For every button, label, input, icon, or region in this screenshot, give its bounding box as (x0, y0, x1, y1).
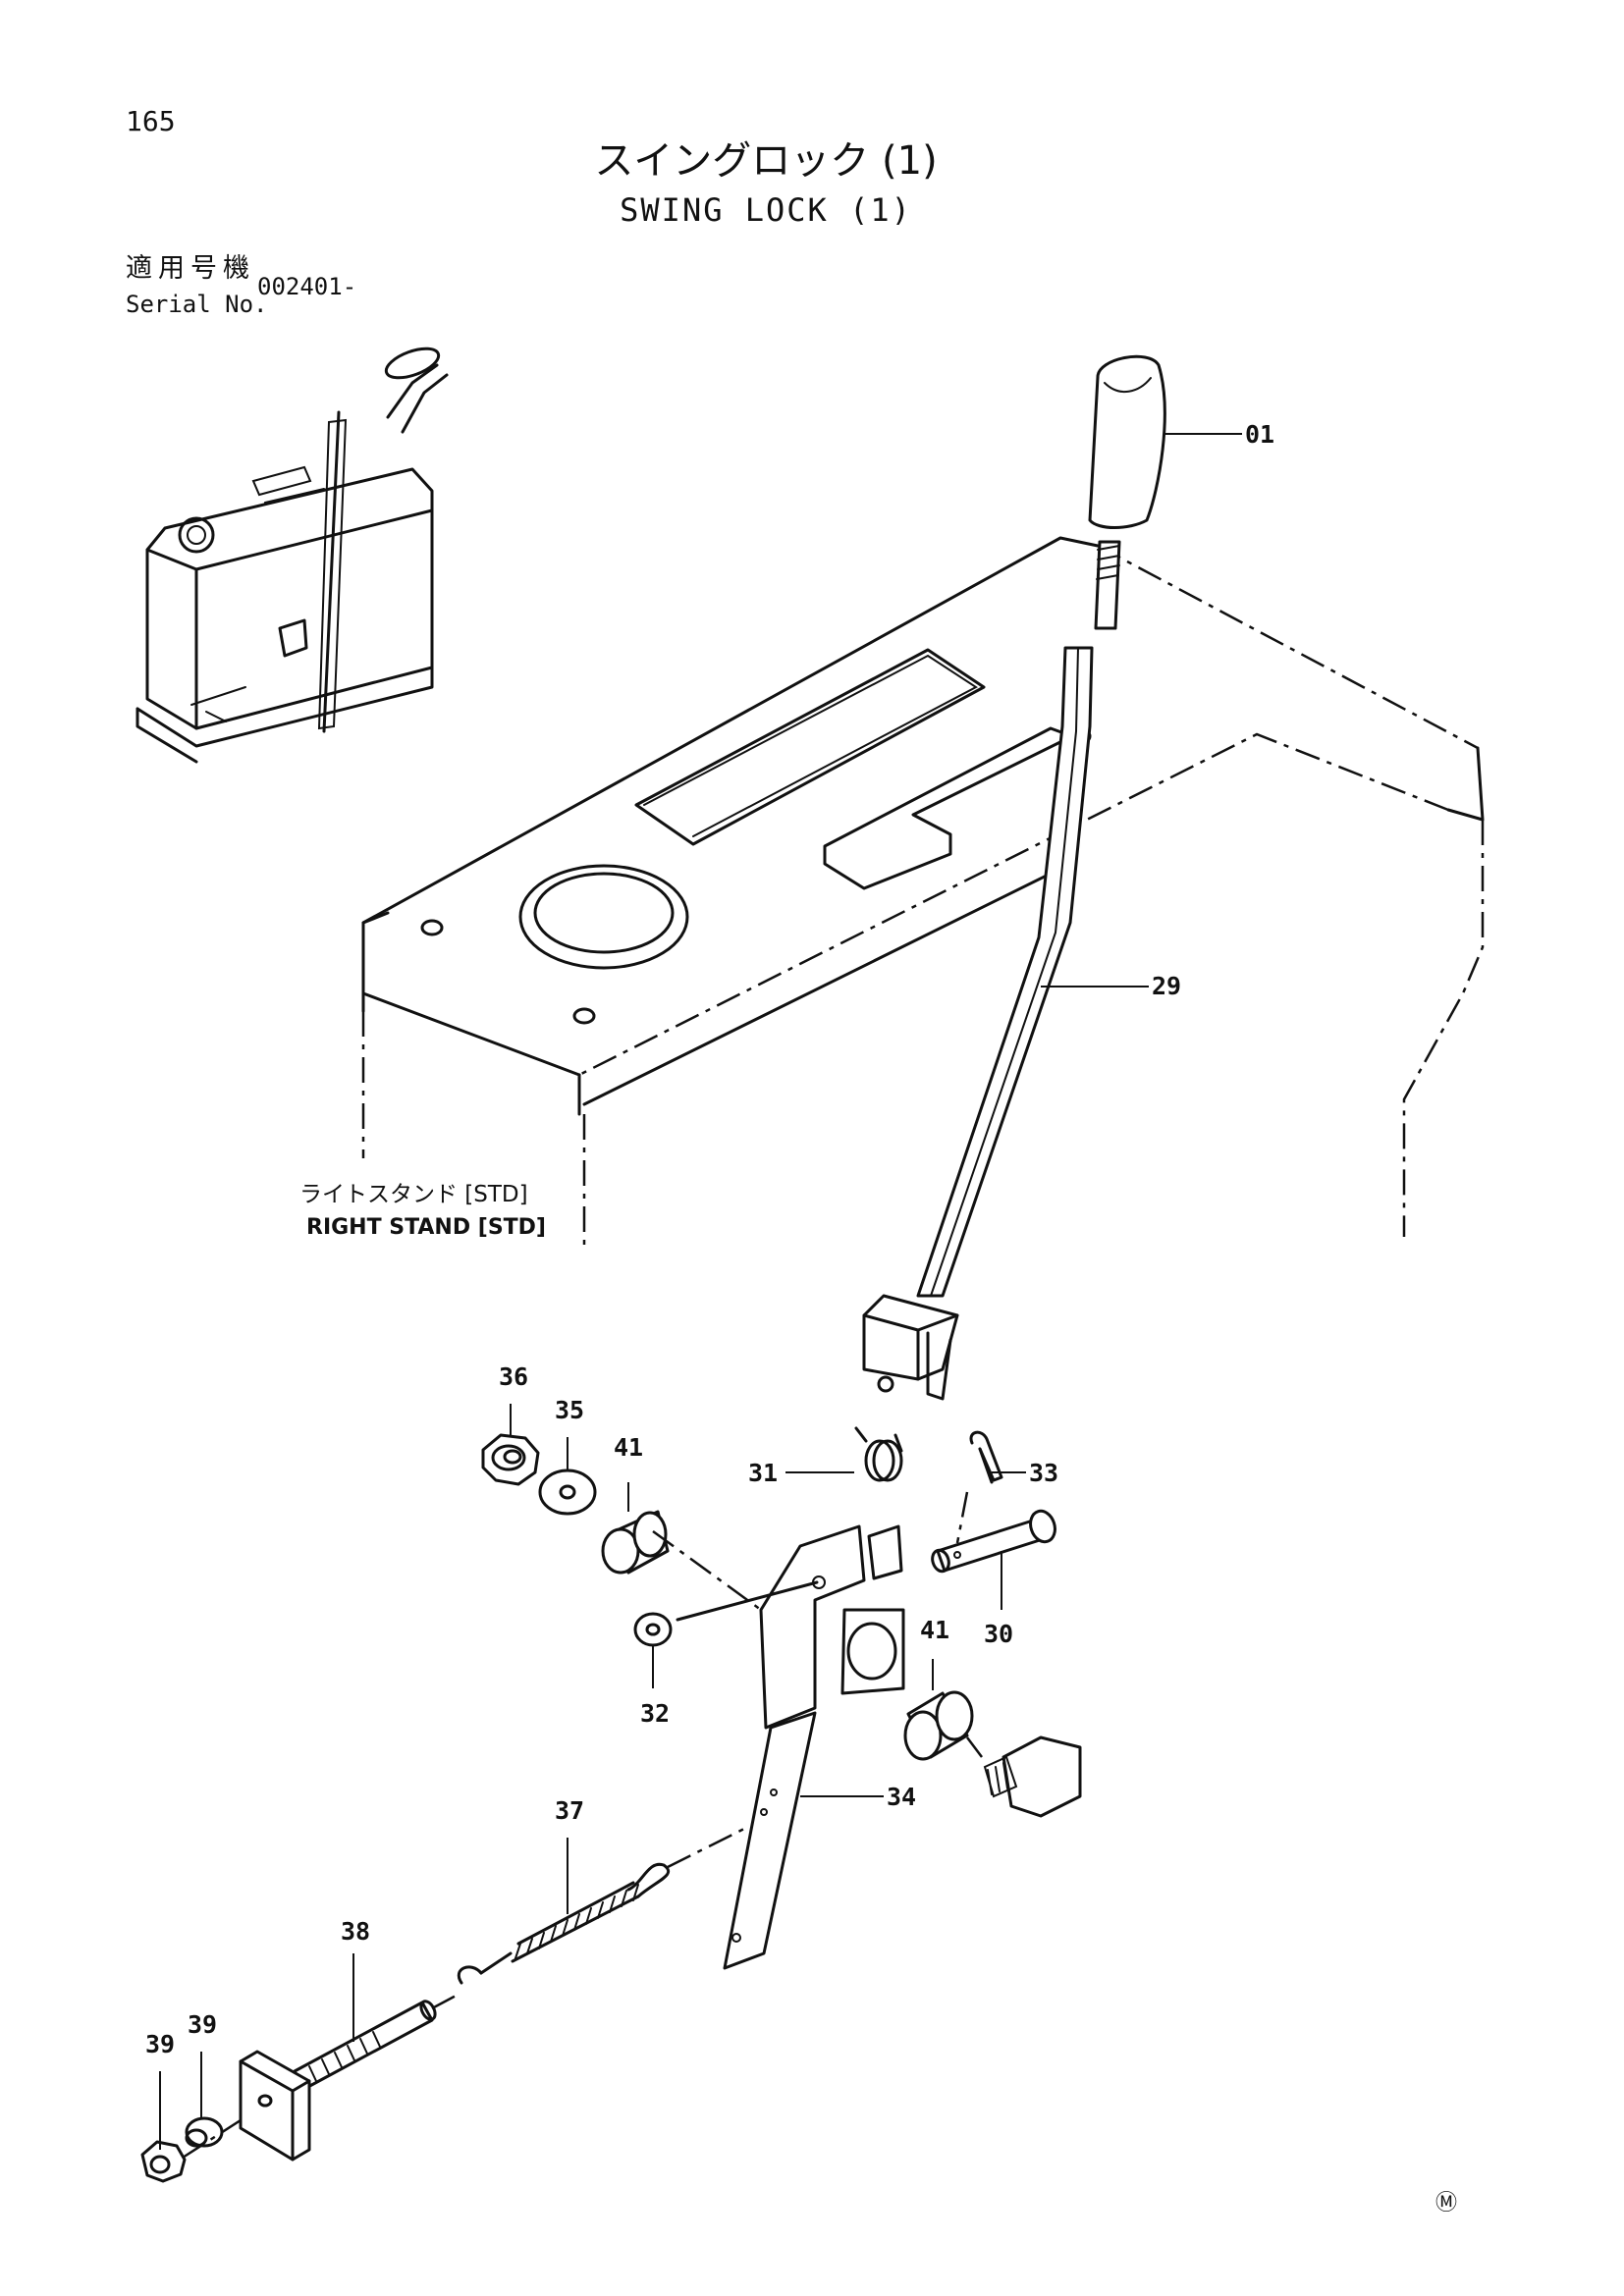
corner-m-mark: Ⓜ (1435, 2191, 1458, 2216)
bushing-part-41-lower (903, 1690, 974, 1761)
washer-part-32 (633, 1612, 673, 1647)
bushing-part-41-upper (601, 1510, 670, 1575)
washer-part-35 (538, 1468, 597, 1516)
callout-34: 34 (887, 1783, 917, 1811)
torsion-spring-part-31 (854, 1426, 903, 1482)
page-number: 165 (126, 105, 176, 137)
nut-part-39-outer (140, 2140, 187, 2183)
cotter-pin-part-33 (969, 1430, 1003, 1484)
bolt-part-38 (293, 2000, 437, 2091)
callout-36: 36 (499, 1362, 529, 1391)
bracket-plate (239, 2050, 311, 2162)
pin-part-30 (931, 1509, 1056, 1574)
assembly-center-lines (182, 1491, 983, 2160)
serial-number: 002401- (257, 273, 357, 300)
callout-37: 37 (555, 1796, 585, 1825)
callout-38: 38 (341, 1917, 371, 1946)
tension-spring-part-37 (458, 1862, 671, 1985)
serial-label-japanese: 適用号機 (126, 253, 255, 284)
serial-label-english: Serial No. (126, 291, 268, 318)
page-title-japanese: スイングロック (1) (594, 138, 938, 184)
nut-part-39-inner (185, 2116, 224, 2148)
callout-41-upper: 41 (614, 1433, 644, 1462)
stand-label-english: RIGHT STAND [STD] (306, 1215, 546, 1240)
callout-39-inner: 39 (188, 2010, 218, 2039)
lever-rod-part-29 (862, 540, 1121, 1401)
lock-plate-part-34 (723, 1524, 905, 1970)
callout-30: 30 (984, 1620, 1014, 1648)
callout-35: 35 (555, 1396, 585, 1424)
callout-29: 29 (1152, 972, 1182, 1000)
callout-leader-lines (159, 433, 1242, 2150)
callout-01: 01 (1245, 420, 1275, 449)
callout-32: 32 (640, 1699, 671, 1728)
stand-label-japanese: ライトスタンド [STD] (299, 1182, 528, 1207)
callout-33: 33 (1029, 1459, 1059, 1487)
callout-39-outer: 39 (145, 2030, 176, 2058)
page-title-english: SWING LOCK (1) (620, 191, 912, 229)
nut-part-36 (481, 1433, 540, 1486)
right-stand-housing (361, 536, 1485, 1247)
location-inset-view (135, 347, 449, 764)
rod-end-fitting (983, 1735, 1082, 1818)
callout-31: 31 (748, 1459, 779, 1487)
callout-41-lower: 41 (920, 1616, 950, 1644)
knob-part-01 (1088, 354, 1166, 529)
